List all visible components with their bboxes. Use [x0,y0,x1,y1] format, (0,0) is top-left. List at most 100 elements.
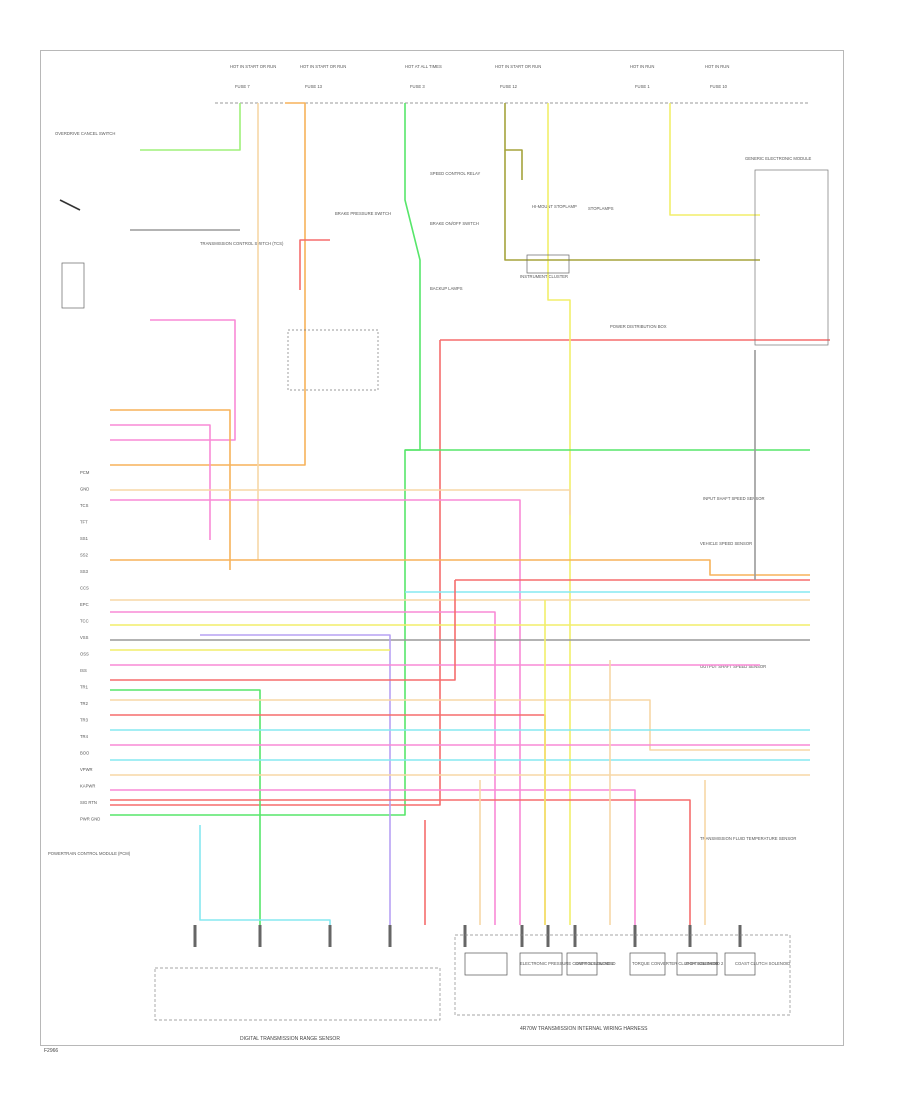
component-boxes [61,169,829,1021]
component-label: SPEED CONTROL RELAY [430,171,480,176]
bottom-left-caption: DIGITAL TRANSMISSION RANGE SENSOR [240,1036,340,1042]
fuse-label: HOT IN START OR RUN [495,64,541,69]
pcm-pin-label: BOO [80,751,90,756]
wire [200,634,391,925]
connector-pin [573,925,577,947]
component-label: STOPLAMPS [588,206,614,211]
pcm-pin-label: OSS [80,652,89,657]
component-label: OUTPUT SHAFT SPEED SENSOR [700,664,766,669]
connector-pin [388,925,392,947]
pcm-pin-label: CCS [80,586,89,591]
pcm-pin-label: TR4 [80,734,89,739]
pcm-pin-label: SS3 [80,569,89,574]
wire [110,103,421,816]
fuse-label: HOT IN RUN [630,64,654,69]
wire [110,789,636,925]
solenoid-box [464,952,508,976]
wire [504,103,523,180]
figure-id: F2966 [44,1048,59,1054]
fuse-label: HOT IN START OR RUN [230,64,276,69]
component-label: TRANSMISSION CONTROL SWITCH (TCS) [200,241,284,246]
wire [110,799,691,925]
component-label: BRAKE PRESSURE SWITCH [335,211,391,216]
pcm-pin-label: KAPWR [80,784,95,789]
wire [110,611,496,925]
solenoid-box [566,952,598,976]
pcm-pin-label: TCC [80,619,89,624]
connector-pin [258,925,262,947]
wire [110,499,521,925]
pcm-pin-label: TCS [80,503,89,508]
component-label: COAST CLUTCH SOLENOID [735,961,790,966]
solenoid-box [676,952,718,976]
wire [110,409,231,570]
wire [504,150,760,261]
bottom-right-caption: 4R70W TRANSMISSION INTERNAL WIRING HARNE… [520,1026,648,1032]
pcm-pin-label: ISS [80,668,87,673]
wire [110,340,441,806]
fuse-label: HOT AT ALL TIMES [405,64,442,69]
fuse-label: HOT IN START OR RUN [300,64,346,69]
wire [669,103,760,216]
wire [110,689,261,925]
wire [547,103,571,925]
component-label: POWERTRAIN CONTROL MODULE (PCM) [48,851,131,856]
wire [110,424,211,540]
fuse-sub: FUSE 10 [710,84,728,89]
solenoid-box [724,952,756,976]
overdrive-relay-box [61,262,85,309]
fuse-label: HOT IN RUN [705,64,729,69]
module-box [287,329,379,391]
component-label: VEHICLE SPEED SENSOR [700,541,752,546]
wire [59,199,81,211]
wire [110,699,810,751]
connector-pin [633,925,637,947]
component-label: POWER DISTRIBUTION BOX [610,324,667,329]
connector-pin [463,925,467,947]
wire [110,102,306,466]
gem-box [754,169,829,346]
fuse-sub: FUSE 3 [410,84,425,89]
connector-pin [738,925,742,947]
pcm-pin-label: TR2 [80,701,89,706]
pcm-pin-label: GND [80,487,89,492]
connector-pin [520,925,524,947]
component-label: OVERDRIVE CANCEL SWITCH [55,131,115,136]
component-label: TORQUE CONVERTER CLUTCH SOLENOID [632,961,718,966]
component-label-group: OVERDRIVE CANCEL SWITCH TRANSMISSION CON… [48,131,812,966]
pcm-pin-label: VPWR [80,767,93,772]
connector-pin [688,925,692,947]
pcm-pin-label: PWR GND [80,817,100,822]
pcm-pin-label: TFT [80,520,88,525]
harness-box [454,934,791,1016]
diagram-frame [40,50,844,1046]
solenoid-box [629,952,666,976]
component-label: HI-MOUNT STOPLAMP [532,204,577,209]
wire [110,580,456,681]
component-label: SHIFT SOLENOID 2 [685,961,724,966]
wire [110,559,810,576]
pcm-pin-label: PCM [80,470,90,475]
pcm-pin-label: SIG RTN [80,800,97,805]
pcm-pin-label: TR1 [80,685,89,690]
component-label: BACKUP LAMPS [430,286,463,291]
connector-pin [193,925,197,947]
component-label: SHIFT SOLENOID 1 [575,961,614,966]
fuse-sub: FUSE 7 [235,84,250,89]
cluster-box [526,254,570,274]
wire [299,239,330,290]
component-label: BRAKE ON/OFF SWITCH [430,221,479,226]
wire [140,103,241,151]
connector-pin [546,925,550,947]
pcm-pin-labels: PCMGNDTCSTFTSS1SS2SS3CCSEPCTCCVSSOSSISST… [80,470,100,822]
component-label: GENERIC ELECTRONIC MODULE [745,156,812,161]
pcm-pin-label: SS1 [80,536,89,541]
component-label: ELECTRONIC PRESSURE CONTROL SOLENOID [520,961,615,966]
pcm-pin-label: VSS [80,635,89,640]
wire [110,319,236,441]
pcm-pin-label: TR3 [80,718,89,723]
range-sensor-box [154,967,441,1021]
pcm-pin-label: SS2 [80,553,89,558]
component-label: INPUT SHAFT SPEED SENSOR [703,496,765,501]
